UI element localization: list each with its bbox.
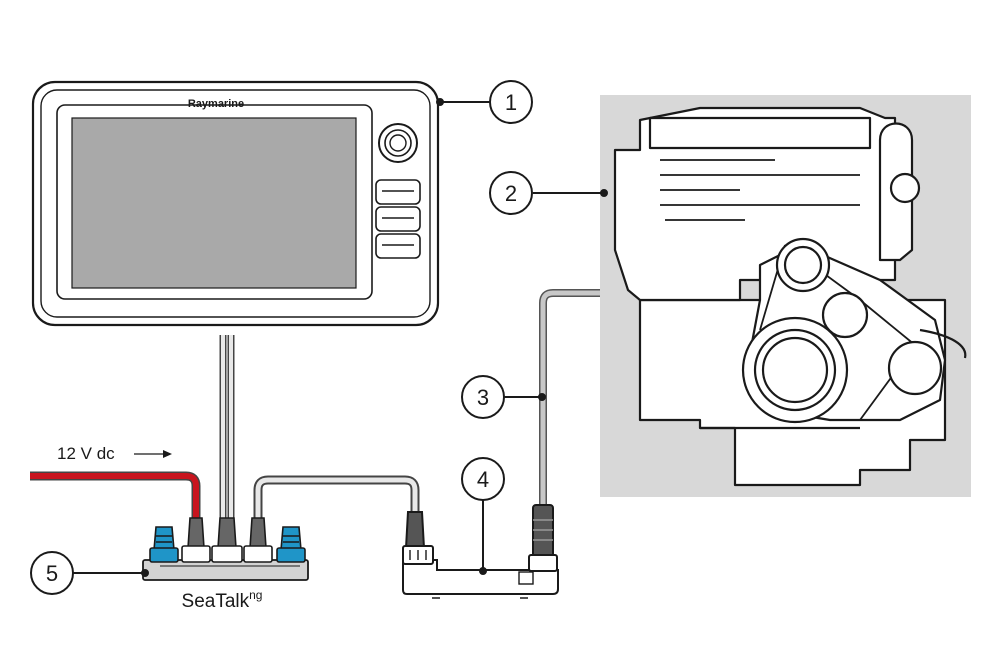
- callout-numbers: 1 2 3 4 5: [46, 90, 517, 586]
- interface-body: [402, 559, 559, 595]
- display-brand: Raymarine: [188, 98, 244, 110]
- callout-2-number: 2: [505, 181, 517, 206]
- backbone-superscript: ng: [249, 588, 262, 602]
- terminator-left: [149, 526, 179, 563]
- callout-5-dot: [141, 569, 149, 577]
- callout-2-circle: [489, 171, 533, 215]
- interface-right-connector: [518, 504, 558, 585]
- cables: [30, 289, 600, 522]
- terminator-right: [276, 526, 306, 563]
- callout-3-dot: [538, 393, 546, 401]
- callout-1-number: 1: [505, 90, 517, 115]
- backbone-name: SeaTalk: [182, 591, 250, 612]
- seatalk-backbone: SeaTalkng: [142, 517, 309, 612]
- engine-illustration: [613, 106, 967, 487]
- spur-connectors: [181, 517, 273, 563]
- callout-1-dot: [436, 98, 444, 106]
- display-screen: [71, 117, 357, 289]
- callout-1-circle: [489, 80, 533, 124]
- engine-cable: [539, 289, 600, 505]
- rotary-knob: [378, 123, 418, 163]
- arrow-right-icon: [134, 450, 172, 458]
- interface-connector: [243, 517, 273, 563]
- power-connector: [181, 517, 211, 563]
- engine-area: [600, 95, 971, 497]
- multifunction-display: Raymarine: [31, 80, 440, 327]
- power-label: 12 V dc: [57, 444, 115, 463]
- display-connector: [211, 517, 243, 563]
- callout-5-number: 5: [46, 561, 58, 586]
- engine-interface: [402, 504, 559, 599]
- callout-4-dot: [479, 567, 487, 575]
- callout-3-number: 3: [477, 385, 489, 410]
- interface-left-connector: [402, 511, 434, 565]
- callout-2-dot: [600, 189, 608, 197]
- backbone-label: SeaTalkng: [182, 588, 263, 612]
- callout-3-circle: [461, 375, 505, 419]
- backbone-bar: [142, 559, 309, 581]
- callout-4-number: 4: [477, 467, 489, 492]
- power-label-group: 12 V dc: [57, 444, 172, 463]
- display-buttons: [375, 179, 421, 259]
- power-cable: [30, 471, 201, 522]
- callout-4-circle: [461, 457, 505, 501]
- interface-spur-cable: [253, 475, 420, 522]
- callout-5-circle: [30, 551, 74, 595]
- callouts: [30, 80, 608, 595]
